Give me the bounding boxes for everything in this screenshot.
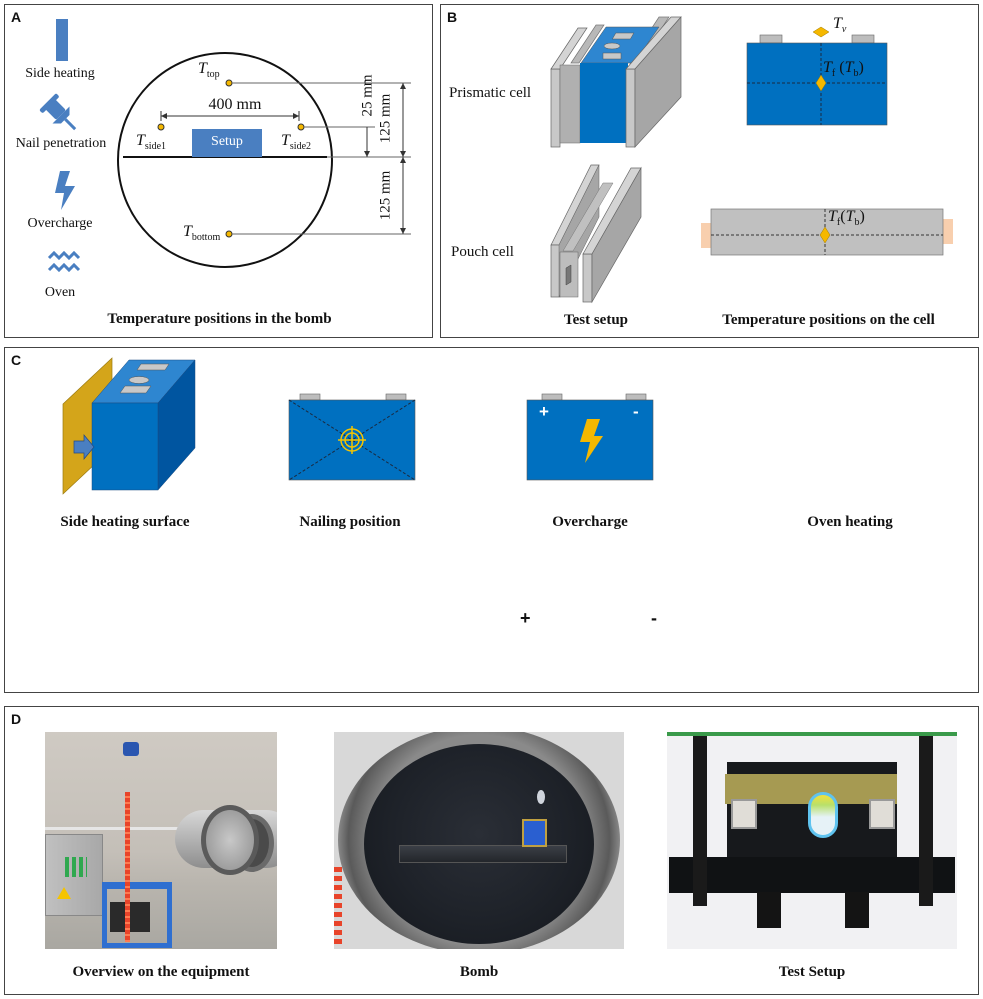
prismatic-test-fixture — [550, 16, 682, 148]
side-heating-prismatic — [62, 357, 196, 495]
plus-sign-prismatic: + — [539, 402, 549, 421]
minus-sign-prismatic: - — [633, 402, 639, 421]
tf-tb-label-prismatic: Tf (Tb) — [823, 59, 864, 80]
nail-target-icon — [338, 426, 366, 454]
panel-c: C — [4, 347, 979, 693]
caption-overview-equipment: Overview on the equipment — [72, 964, 250, 980]
overcharge-prismatic — [526, 393, 654, 481]
prismatic-cell-diagram — [746, 26, 888, 126]
tf-marker-pouch — [819, 226, 831, 244]
bomb-circle — [117, 52, 333, 268]
setup-box — [192, 129, 262, 157]
minus-sign-pouch: - — [651, 608, 657, 628]
sensor-side2-label: Tside2 — [281, 132, 312, 153]
sensor-bottom-label: Tbottom — [183, 223, 221, 244]
caption-side-heating-surface: Side heating surface — [60, 514, 190, 530]
row-label-prismatic: Prismatic cell — [449, 85, 532, 101]
tf-tb-label-pouch: Tf(Tb) — [828, 208, 865, 229]
tv-marker — [812, 26, 830, 38]
sensor-top-label: Ttop — [198, 60, 220, 81]
heat-arrow-icon — [73, 434, 95, 460]
push-pin-icon — [39, 93, 77, 131]
caption-bomb: Bomb — [459, 964, 499, 980]
photo-equipment-overview — [45, 732, 277, 949]
tf-marker-prismatic — [815, 74, 827, 92]
legend-label-side-heating: Side heating — [25, 66, 95, 81]
sensor-top-dot — [225, 79, 233, 87]
sensor-side1-label: Tside1 — [136, 132, 167, 153]
sensor-side2-dot — [297, 123, 305, 131]
panel-c-graphics — [62, 357, 654, 495]
photo-test-setup — [667, 732, 957, 949]
panel-a: A — [4, 4, 433, 338]
panel-b: B — [440, 4, 979, 338]
lightning-icon-prismatic — [580, 419, 603, 463]
caption-oven-heating: Oven heating — [807, 514, 893, 530]
dim-125-bottom-label: 125 mm — [377, 170, 394, 221]
dim-125-top-label: 125 mm — [377, 93, 394, 144]
sensor-bottom-dot — [225, 230, 233, 238]
tv-label: Tv — [833, 15, 847, 36]
width-dimension-label: 400 mm — [208, 96, 262, 113]
caption-overcharge: Overcharge — [552, 514, 628, 530]
panel-b-caption-left: Test setup — [563, 312, 629, 328]
pouch-cell-diagram — [701, 208, 953, 256]
dim-25-label: 25 mm — [359, 74, 376, 117]
panel-a-caption: Temperature positions in the bomb — [107, 311, 332, 327]
plus-sign-pouch: + — [520, 608, 531, 628]
setup-label: Setup — [211, 134, 243, 149]
nailing-prismatic — [288, 393, 416, 481]
panel-letter-c: C — [11, 352, 22, 368]
pouch-test-fixture — [550, 164, 642, 304]
panel-letter-d: D — [11, 711, 22, 727]
caption-nailing-position: Nailing position — [299, 514, 401, 530]
lightning-bolt-icon — [55, 171, 75, 210]
panel-letter-b: B — [447, 9, 458, 25]
caption-test-setup: Test Setup — [778, 964, 846, 980]
heat-waves-icon — [47, 250, 81, 273]
panel-letter-a: A — [11, 9, 22, 25]
panel-b-graphics — [550, 16, 953, 304]
panel-a-graphics — [39, 19, 411, 273]
panel-d: D Overview on the equipment — [4, 706, 979, 995]
panel-b-caption-right: Temperature positions on the cell — [722, 312, 935, 328]
row-label-pouch: Pouch cell — [451, 244, 514, 260]
legend-label-nail-penetration: Nail penetration — [15, 136, 107, 151]
side-heating-bar-icon — [56, 19, 68, 61]
sensor-side1-dot — [157, 123, 165, 131]
legend-label-oven: Oven — [44, 285, 76, 300]
photo-bomb-interior — [334, 732, 624, 949]
legend-label-overcharge: Overcharge — [27, 216, 93, 231]
